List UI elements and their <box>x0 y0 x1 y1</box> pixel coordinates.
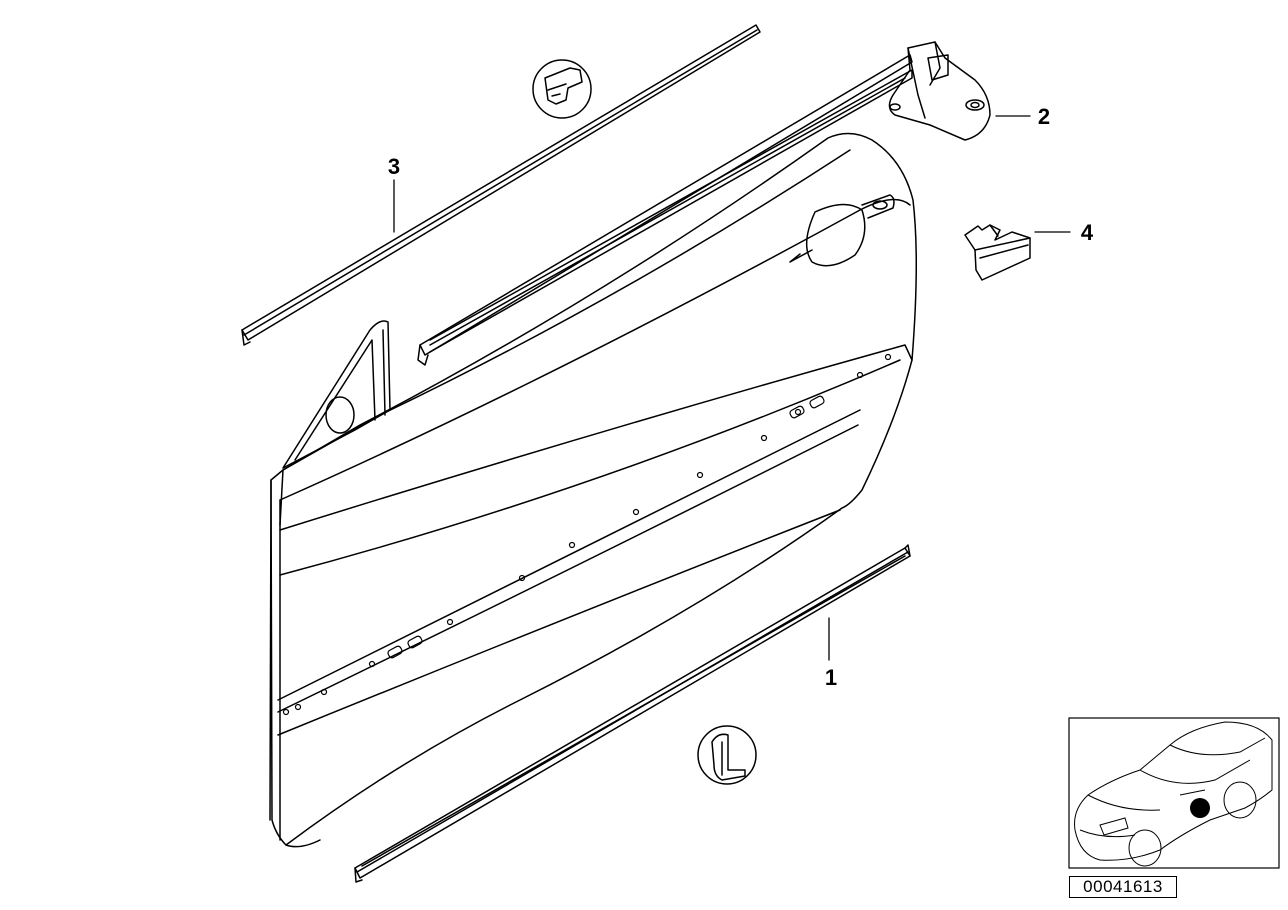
callout-4: 4 <box>1081 220 1094 245</box>
part-4-clip <box>964 224 1031 281</box>
door-shell <box>269 132 918 848</box>
locator-inset <box>1068 717 1280 869</box>
callout-3: 3 <box>388 154 400 179</box>
mirror-triangle <box>282 320 391 469</box>
section-detail-upper <box>532 59 592 119</box>
part-2-inner-weatherstrip <box>417 41 991 366</box>
reference-number: 00041613 <box>1069 876 1177 898</box>
door-handle <box>789 194 895 267</box>
callout-2: 2 <box>1038 104 1050 129</box>
callout-1: 1 <box>825 665 837 690</box>
car-outline <box>1074 721 1273 867</box>
locator-dot <box>1190 798 1210 818</box>
part-1-lower-seal <box>354 544 911 883</box>
section-detail-lower <box>697 725 757 785</box>
door-holes <box>282 353 892 716</box>
part-3-window-seal <box>241 24 761 346</box>
leader-lines <box>393 115 1071 661</box>
